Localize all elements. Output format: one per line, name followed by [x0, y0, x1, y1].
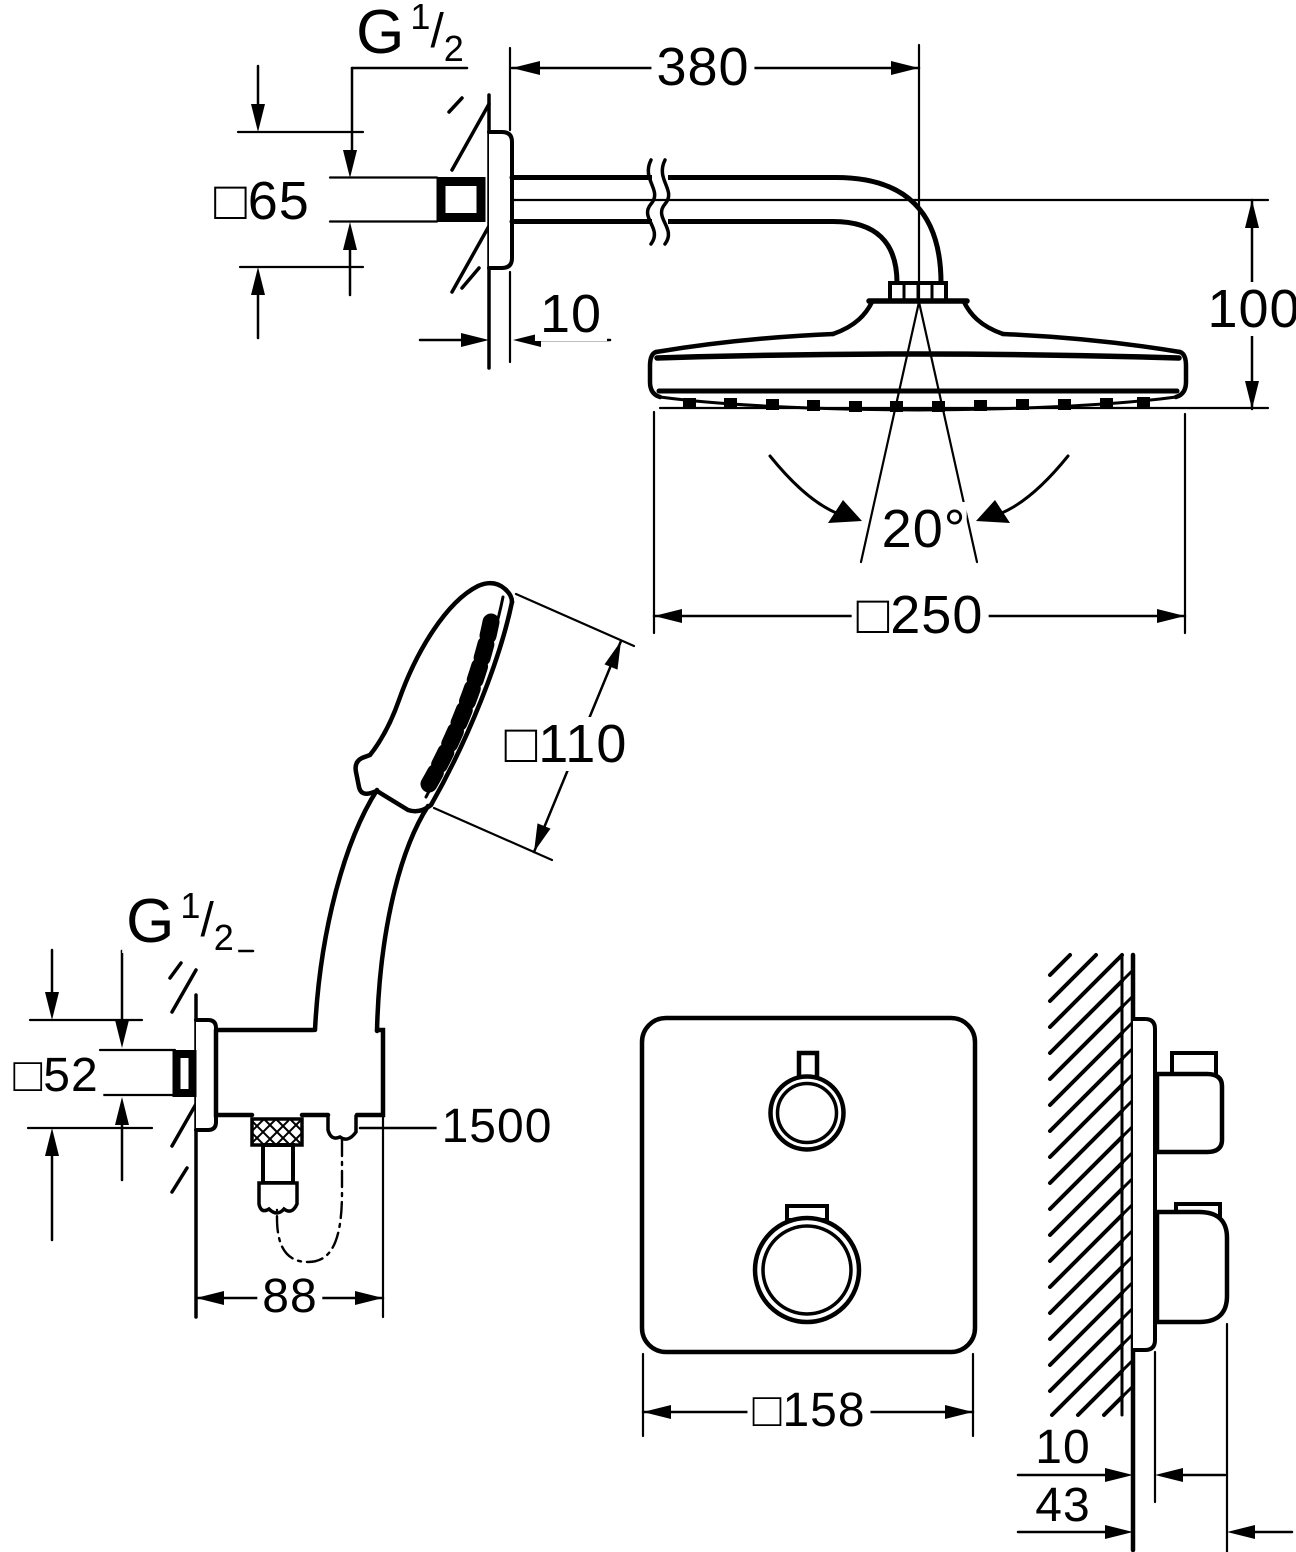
thread-base: G: [126, 887, 175, 956]
dim-side-43: 43: [1030, 1482, 1096, 1530]
dim-escutcheon-65: □65: [209, 174, 315, 228]
thermostat-side-view: [1048, 952, 1230, 1552]
dim-hose-1500: 1500: [436, 1103, 558, 1151]
dim-height-100: 100: [1202, 282, 1296, 336]
head-shower-top-view: [436, 43, 1270, 564]
hand-shower-view: [312, 580, 515, 1034]
dim-side-10: 10: [1030, 1424, 1096, 1472]
holder-view: [168, 961, 386, 1319]
thread-numerator: 1: [410, 0, 431, 37]
thread-denominator: 2: [443, 28, 464, 69]
dim-holder-88: 88: [257, 1273, 323, 1321]
dim-arm-380: 380: [651, 40, 755, 94]
thread-slash: /: [430, 5, 444, 58]
dim-head-250: □250: [851, 588, 989, 642]
thread-numerator: 1: [180, 885, 201, 926]
dim-escutcheon-52: □52: [8, 1052, 104, 1100]
dim-flange-10: 10: [534, 287, 608, 341]
dim-angle-20: 20°: [881, 499, 967, 559]
thermostat-front-view: [639, 1015, 978, 1355]
dim-plate-158: □158: [747, 1387, 871, 1435]
thread-denominator: 2: [213, 917, 234, 958]
thread-base: G: [356, 0, 405, 67]
dim-handshower-110: □110: [499, 717, 633, 771]
thread-slash: /: [200, 894, 214, 947]
thermostat-side-dimensions: [1016, 1322, 1294, 1552]
wall-hatch: [1048, 953, 1135, 1417]
